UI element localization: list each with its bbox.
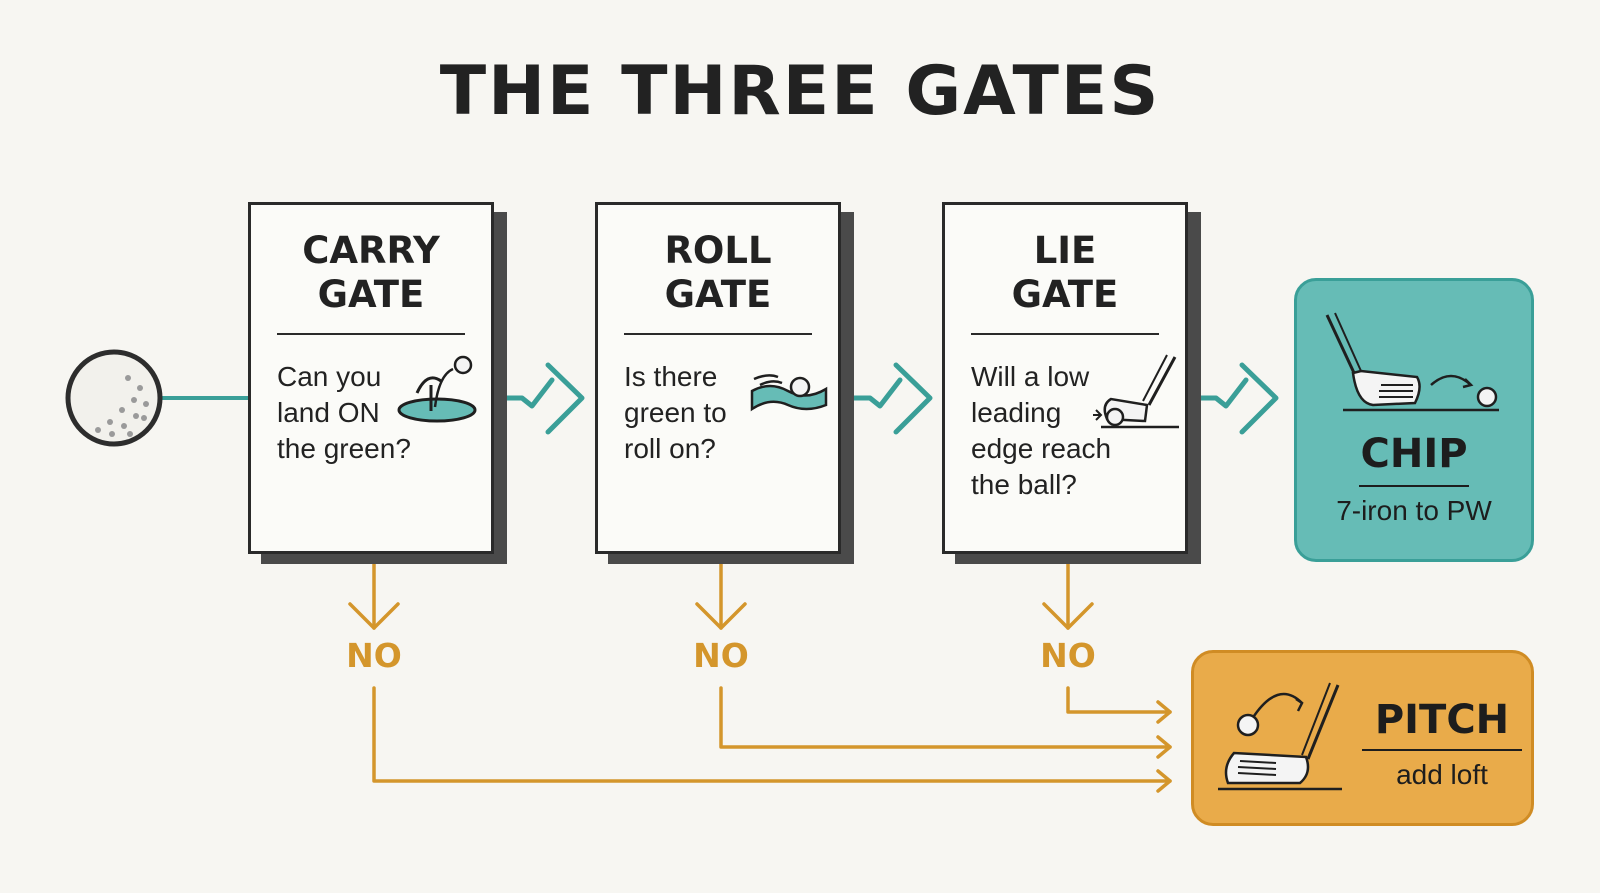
no-label-carry: NO xyxy=(346,636,402,675)
no-label-lie: NO xyxy=(1040,636,1096,675)
golf-ball-icon xyxy=(65,349,163,447)
pitch-result-box: PITCH add loft xyxy=(1191,650,1534,826)
ball-landing-on-green-icon xyxy=(397,355,477,423)
route-roll-to-pitch xyxy=(719,686,1172,759)
chip-shot-club-icon xyxy=(1325,312,1499,412)
divider xyxy=(971,333,1159,335)
lie-gate-title: LIE GATE xyxy=(1011,229,1119,316)
roll-gate-card: ROLL GATE Is there green to roll on? xyxy=(595,202,841,554)
divider xyxy=(277,333,465,335)
carry-gate-question: Can you land ON the green? xyxy=(277,361,411,464)
pitch-shot-club-icon xyxy=(1218,682,1342,791)
chip-result-box: CHIP 7-iron to PW xyxy=(1294,278,1534,562)
lie-gate-question: Will a low leading edge reach the ball? xyxy=(971,361,1112,500)
pitch-subtitle: add loft xyxy=(1396,759,1488,790)
ball-rolling-on-green-icon xyxy=(750,374,828,412)
teal-arrow-1 xyxy=(497,362,585,435)
roll-gate-title: ROLL GATE xyxy=(664,229,772,316)
divider xyxy=(624,333,812,335)
chip-title: CHIP xyxy=(1360,431,1468,477)
roll-gate-question: Is there green to roll on? xyxy=(624,361,727,464)
divider xyxy=(1359,485,1469,487)
chip-subtitle: 7-iron to PW xyxy=(1336,495,1492,526)
teal-arrow-3 xyxy=(1192,362,1279,435)
no-label-roll: NO xyxy=(693,636,749,675)
carry-gate-title: CARRY GATE xyxy=(302,229,440,316)
diagram-title: THE THREE GATES xyxy=(439,52,1161,131)
divider xyxy=(1362,749,1522,751)
route-lie-to-pitch xyxy=(1066,686,1172,724)
pitch-title: PITCH xyxy=(1374,697,1510,743)
route-carry-to-pitch xyxy=(372,686,1172,793)
lie-gate-card: LIE GATE Will a low leading edge reach t… xyxy=(942,202,1188,554)
carry-gate-card: CARRY GATE Can you land ON the green? xyxy=(248,202,494,554)
teal-arrow-2 xyxy=(845,362,933,435)
club-leading-edge-icon xyxy=(1093,354,1179,429)
